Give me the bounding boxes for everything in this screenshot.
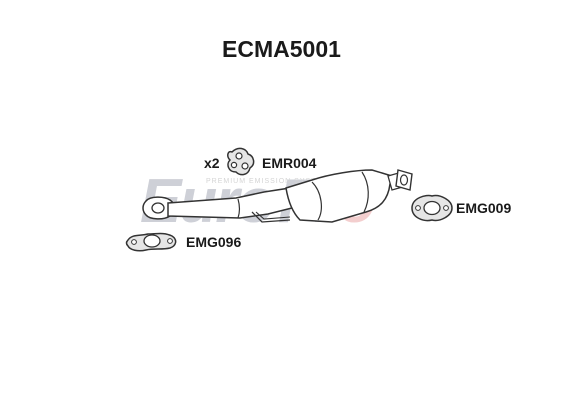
gasket-emg009-part-code: EMG009 bbox=[456, 200, 512, 216]
hanger-part-code: EMR004 bbox=[262, 155, 317, 171]
hanger-quantity-label: x2 bbox=[204, 155, 220, 171]
gasket-emg096-part-code: EMG096 bbox=[186, 234, 242, 250]
svg-text:PREMIUM EMISSION SYSTEMS: PREMIUM EMISSION SYSTEMS bbox=[206, 178, 335, 185]
exhaust-pipe bbox=[167, 187, 302, 223]
gasket-emg009-icon bbox=[411, 194, 453, 222]
catalytic-converter bbox=[285, 169, 413, 223]
part-number-title: ECMA5001 bbox=[222, 36, 341, 62]
pipe-inlet-flange bbox=[142, 196, 176, 220]
gasket-emg096-icon bbox=[125, 232, 177, 252]
rubber-hanger-icon bbox=[227, 147, 255, 176]
